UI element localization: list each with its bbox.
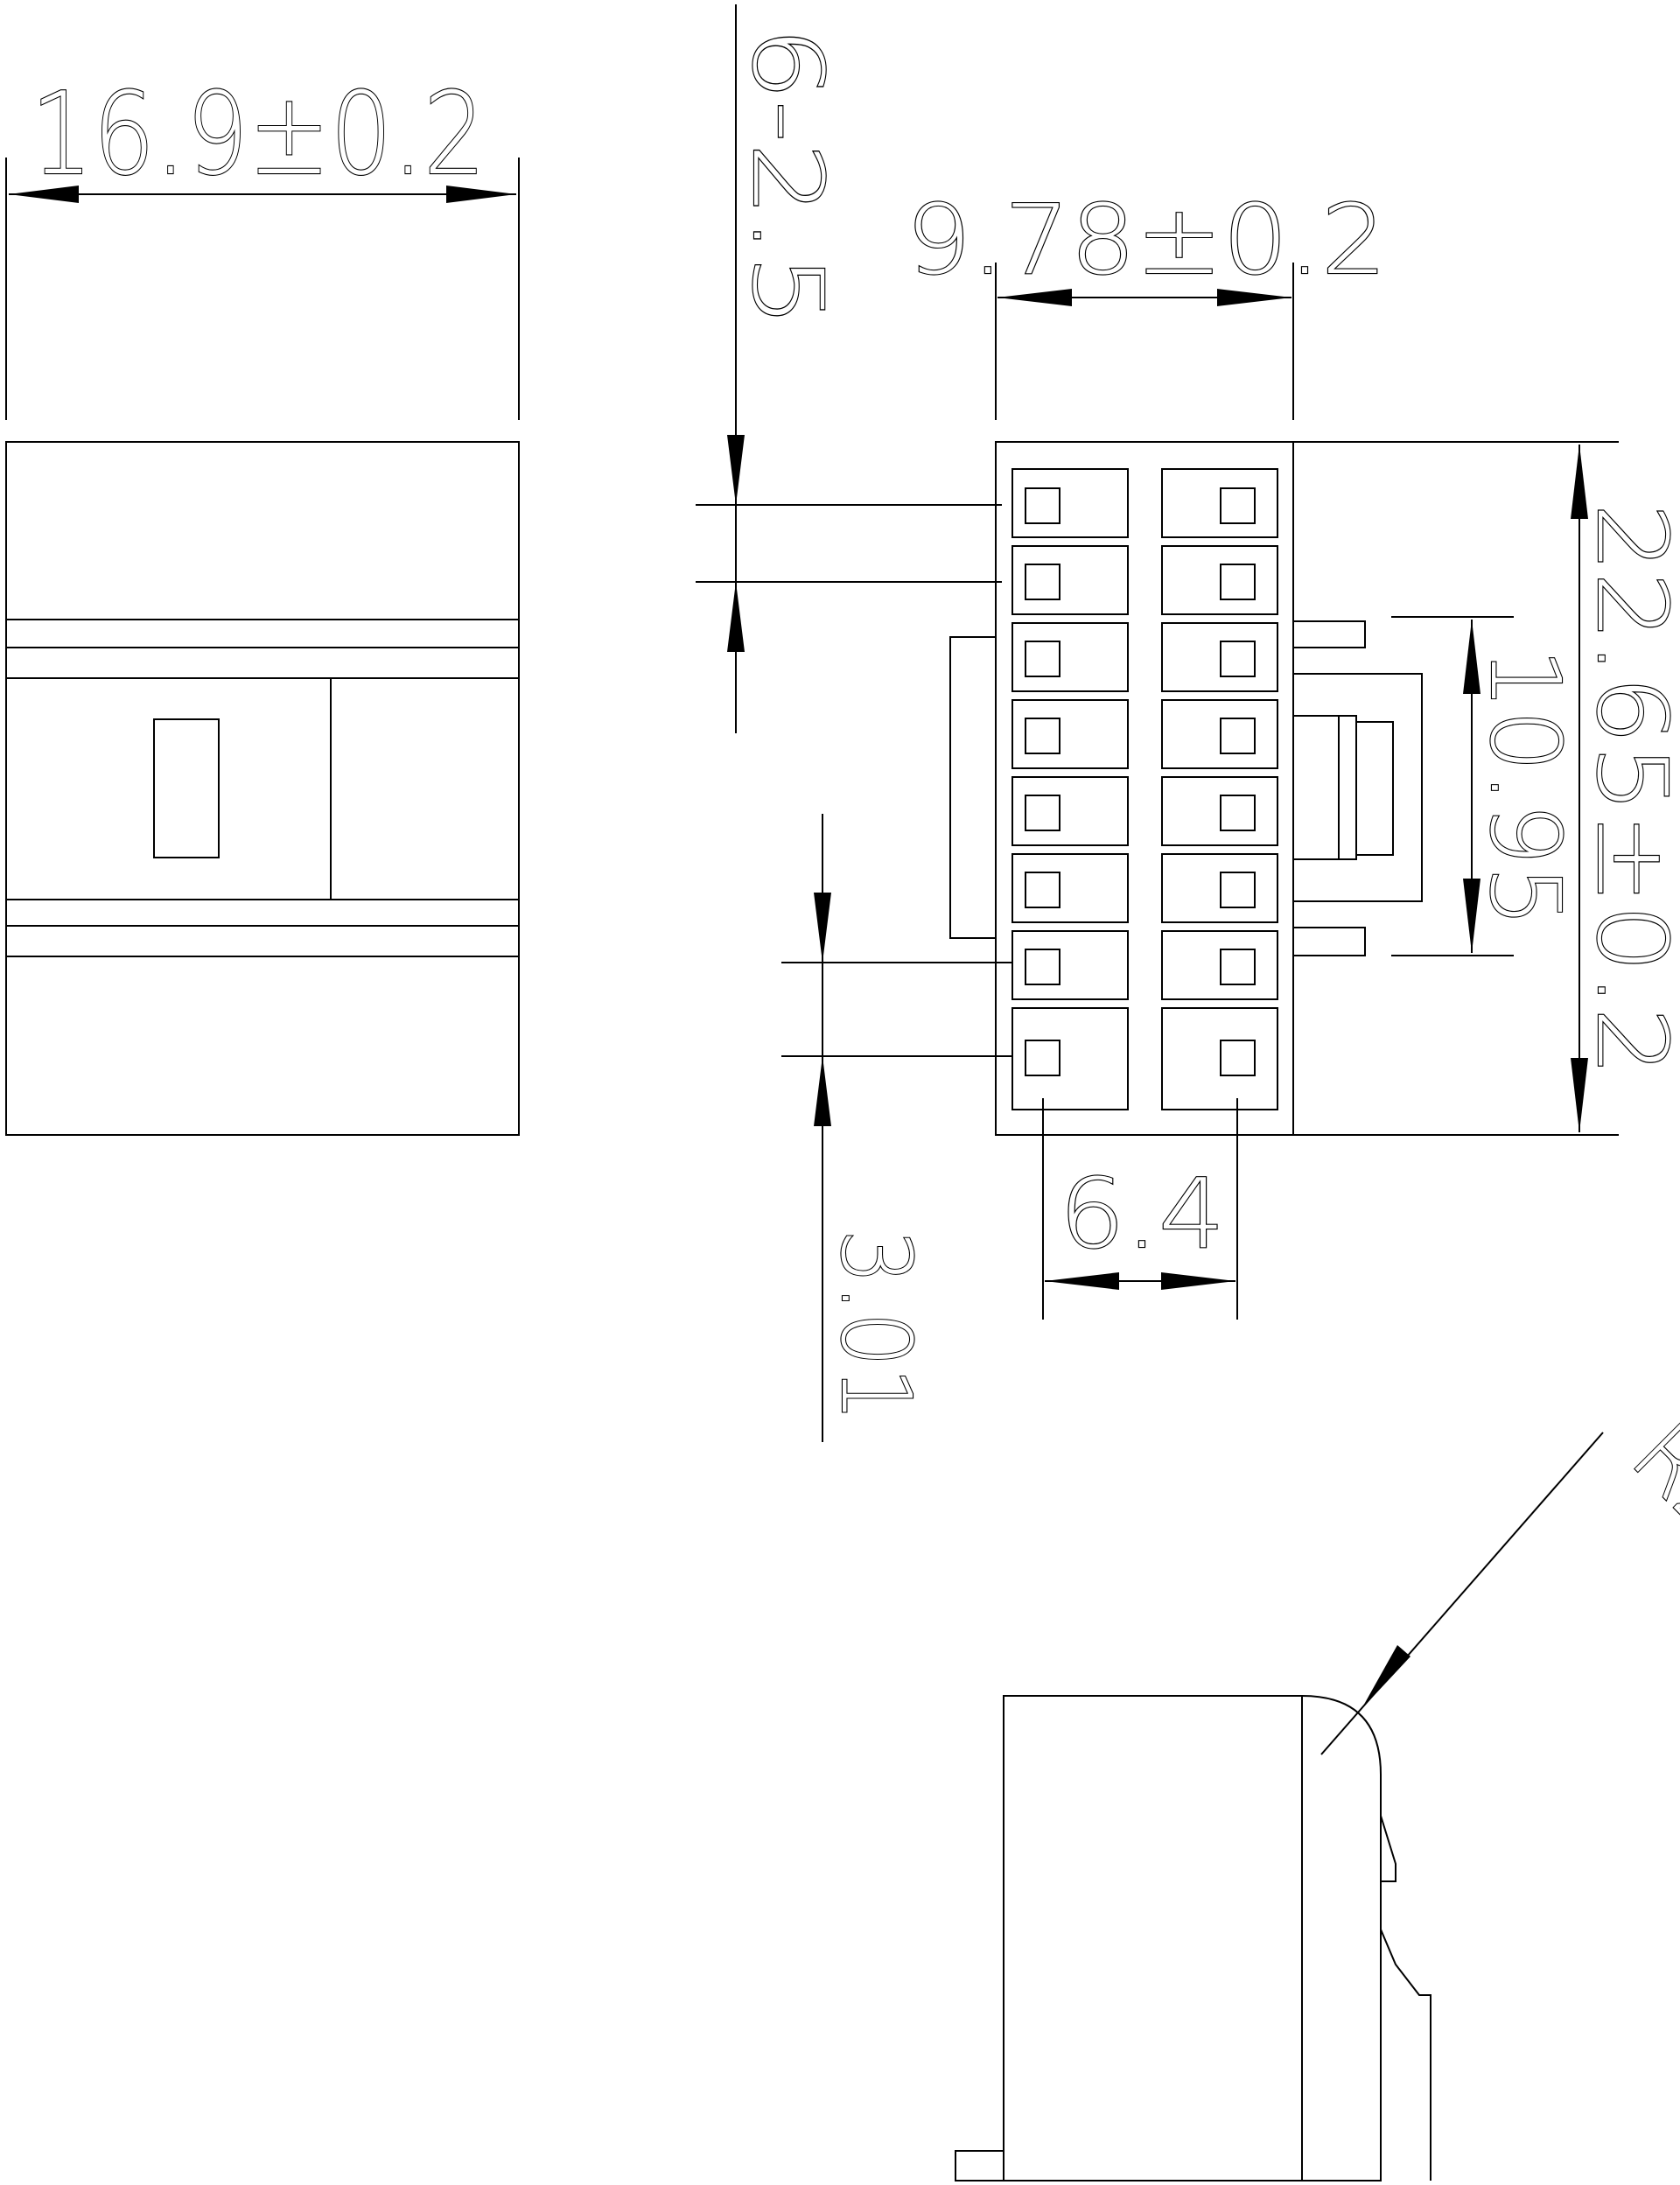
pin-cell — [1012, 1007, 1129, 1110]
body-width-label: 9.78±0.2 — [906, 184, 1387, 296]
side-view-body — [5, 441, 520, 1136]
overall-height-label: 22.65±0.2 — [1576, 503, 1680, 1076]
row-pitch-label: 6.4 — [1059, 1158, 1225, 1270]
housing-outline — [995, 441, 1294, 1136]
pin-cell — [1012, 699, 1129, 769]
latch-height-label: 10.95 — [1469, 648, 1581, 928]
pin-cell — [1012, 468, 1129, 538]
pitch-count-label: 6-2.5 — [732, 26, 844, 328]
pin-cell — [1161, 622, 1278, 692]
dim-arrow-right — [446, 186, 516, 203]
dim-arrow-left — [9, 186, 79, 203]
overall-width-label: 16.9±0.2 — [31, 67, 486, 200]
latch — [1293, 620, 1423, 956]
pin-cell — [1161, 468, 1278, 538]
end-view-body — [1003, 1695, 1382, 2181]
polarizing-rib — [949, 636, 996, 939]
pin-cell — [1161, 699, 1278, 769]
side-view: 16.9±0.2 — [5, 67, 520, 1136]
pin-grid — [1012, 468, 1278, 1110]
pin-cell — [1161, 545, 1278, 615]
pin-cell — [1012, 776, 1129, 846]
pin-cell — [1161, 1007, 1278, 1110]
pin-cell — [1161, 776, 1278, 846]
pin-cell — [1012, 622, 1129, 692]
pin-cell — [1012, 853, 1129, 923]
pin-cell — [1012, 930, 1129, 1000]
corner-radius-label: R2 — [1612, 1398, 1680, 1558]
side-view-window — [153, 718, 220, 858]
pin-cell — [1161, 930, 1278, 1000]
pin-cell — [1161, 853, 1278, 923]
front-view: 6-2.5 9.78±0.2 — [696, 4, 1680, 1442]
edge-offset-label: 3.01 — [820, 1229, 932, 1422]
end-view: R2 — [955, 1397, 1680, 2181]
pin-cell — [1012, 545, 1129, 615]
